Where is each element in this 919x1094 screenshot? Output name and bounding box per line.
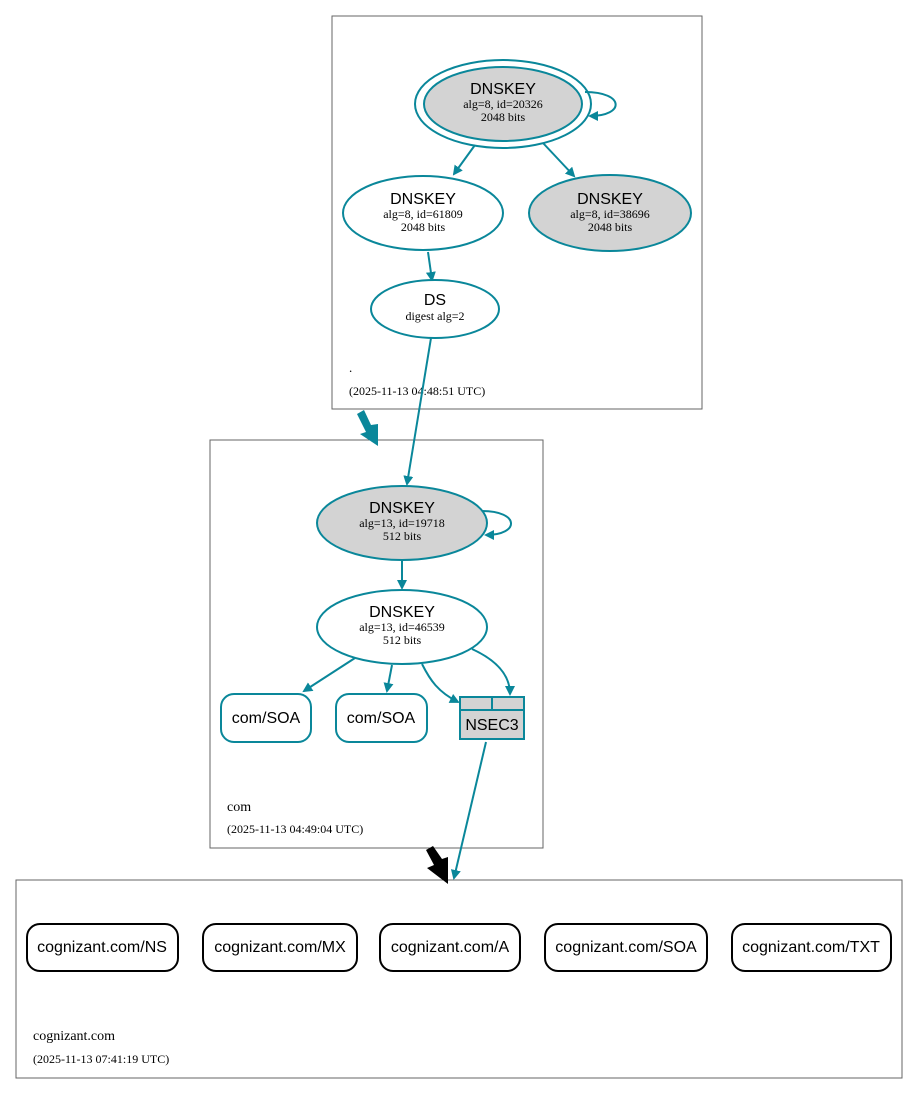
record-cognizant-txt[interactable]: cognizant.com/TXT (731, 923, 892, 972)
node-com-soa-2[interactable]: com/SOA (335, 693, 428, 743)
edge-com-zsk-to-nsec3-b (471, 648, 515, 696)
node-detail: 2048 bits (588, 220, 633, 234)
node-ds[interactable]: DS digest alg=2 (370, 279, 500, 339)
node-detail: alg=13, id=19718 (359, 516, 445, 530)
edge-root-ksk-to-zsk1 (452, 144, 476, 176)
zone-cognizant-box (15, 879, 903, 1079)
zone-com-timestamp: (2025-11-13 04:49:04 UTC) (227, 822, 363, 836)
edge-com-zsk-to-soa2 (383, 664, 394, 693)
node-detail: alg=13, id=46539 (359, 620, 445, 634)
node-root-zsk-38696[interactable]: DNSKEY alg=8, id=38696 2048 bits (528, 174, 692, 252)
node-title: DNSKEY (369, 604, 435, 621)
edge-com-zsk-to-soa1 (302, 657, 356, 693)
zone-cognizant-name: cognizant.com (33, 1029, 115, 1044)
node-detail: alg=8, id=61809 (383, 207, 463, 221)
node-root-ksk[interactable]: DNSKEY alg=8, id=20326 2048 bits (414, 59, 592, 149)
zone-root-timestamp: (2025-11-13 04:48:51 UTC) (349, 384, 485, 398)
zone-root-box (331, 15, 703, 410)
node-title: DNSKEY (470, 81, 536, 98)
node-detail: 2048 bits (401, 220, 446, 234)
node-detail: alg=8, id=20326 (463, 97, 543, 111)
delegation-arrow-com-cognizant (426, 846, 448, 884)
record-cognizant-mx[interactable]: cognizant.com/MX (202, 923, 358, 972)
record-cognizant-soa[interactable]: cognizant.com/SOA (544, 923, 708, 972)
record-label: cognizant.com/TXT (742, 939, 880, 956)
node-detail: alg=8, id=38696 (570, 207, 650, 221)
record-cognizant-ns[interactable]: cognizant.com/NS (26, 923, 179, 972)
node-detail: digest alg=2 (405, 309, 464, 323)
record-label: cognizant.com/MX (214, 939, 346, 956)
edge-zsk1-to-ds (425, 251, 436, 282)
edge-root-ksk-self (584, 91, 617, 121)
record-label: cognizant.com/A (391, 939, 510, 956)
record-label: cognizant.com/NS (37, 939, 167, 956)
node-label: com/SOA (232, 710, 301, 727)
node-com-soa-1[interactable]: com/SOA (220, 693, 312, 743)
node-com-ksk-19718[interactable]: DNSKEY alg=13, id=19718 512 bits (316, 485, 488, 561)
node-title: DNSKEY (390, 191, 456, 208)
record-label: cognizant.com/SOA (555, 939, 697, 956)
node-detail: 512 bits (383, 529, 422, 543)
node-detail: 2048 bits (481, 110, 526, 124)
node-detail: 512 bits (383, 633, 422, 647)
node-title: DNSKEY (369, 500, 435, 517)
edge-com-ksk-self (481, 510, 512, 540)
edge-root-ksk-to-zsk2 (542, 142, 576, 178)
node-label: NSEC3 (465, 717, 518, 734)
edge-nsec3-to-cognizant (450, 741, 487, 880)
node-root-zsk-61809[interactable]: DNSKEY alg=8, id=61809 2048 bits (342, 175, 504, 251)
delegation-arrow-root-com (357, 410, 378, 446)
node-title: DNSKEY (577, 191, 643, 208)
node-title: DS (424, 292, 446, 309)
node-com-zsk-46539[interactable]: DNSKEY alg=13, id=46539 512 bits (316, 589, 488, 665)
node-nsec3[interactable]: NSEC3 (459, 696, 525, 740)
zone-root-name: . (349, 360, 352, 375)
record-cognizant-a[interactable]: cognizant.com/A (379, 923, 521, 972)
edge-ds-to-com-ksk (403, 337, 432, 486)
zone-cognizant-timestamp: (2025-11-13 07:41:19 UTC) (33, 1052, 169, 1066)
node-label: com/SOA (347, 710, 416, 727)
zone-com-name: com (227, 800, 251, 815)
edge-com-zsk-to-nsec3-a (421, 663, 460, 703)
